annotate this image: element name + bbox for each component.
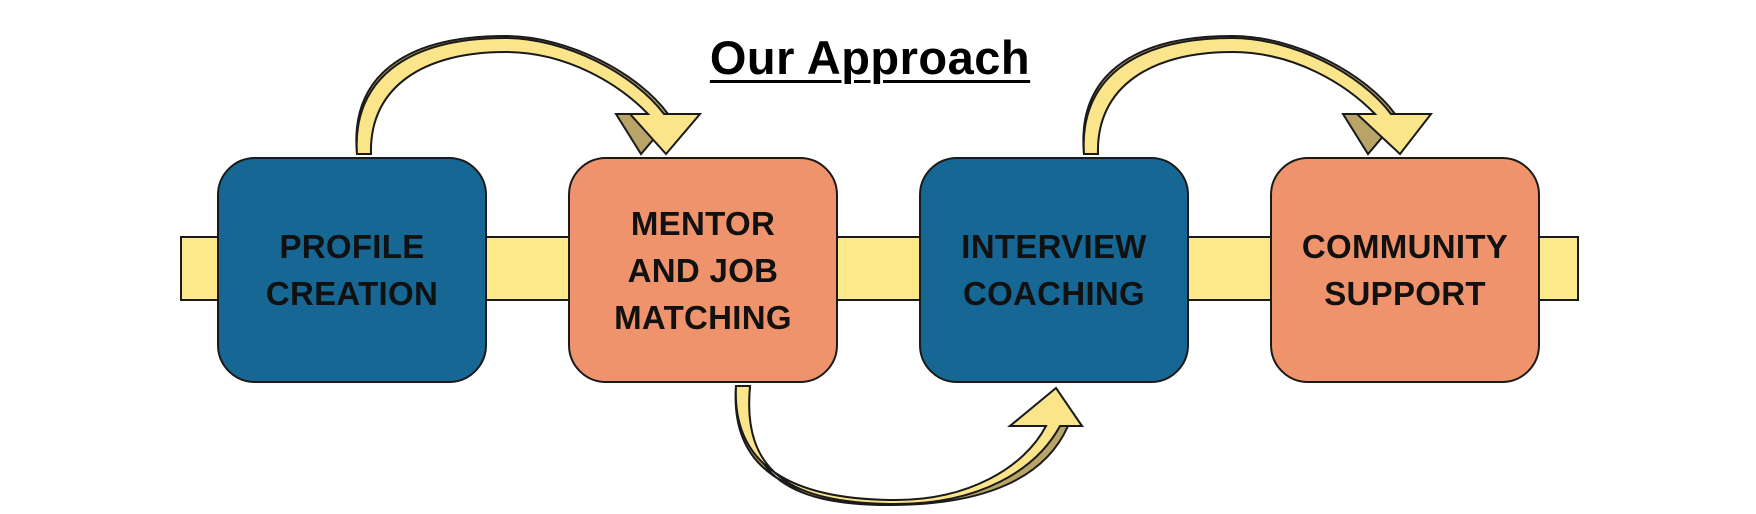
step-label: MENTOR AND JOB MATCHING: [614, 204, 792, 336]
step-box-mentor-job-matching: MENTOR AND JOB MATCHING: [568, 157, 838, 383]
curved-arrow-icon: [1082, 34, 1434, 156]
curved-arrow-icon: [355, 34, 703, 156]
step-box-profile-creation: PROFILE CREATION: [217, 157, 487, 383]
step-label: PROFILE CREATION: [265, 228, 439, 312]
step-label: INTERVIEW COACHING: [961, 228, 1147, 312]
step-label: COMMUNITY SUPPORT: [1301, 228, 1509, 312]
step-box-community-support: COMMUNITY SUPPORT: [1270, 157, 1540, 383]
step-box-interview-coaching: INTERVIEW COACHING: [919, 157, 1189, 383]
curved-arrow-icon: [734, 385, 1084, 507]
page-title: Our Approach: [709, 31, 1031, 84]
